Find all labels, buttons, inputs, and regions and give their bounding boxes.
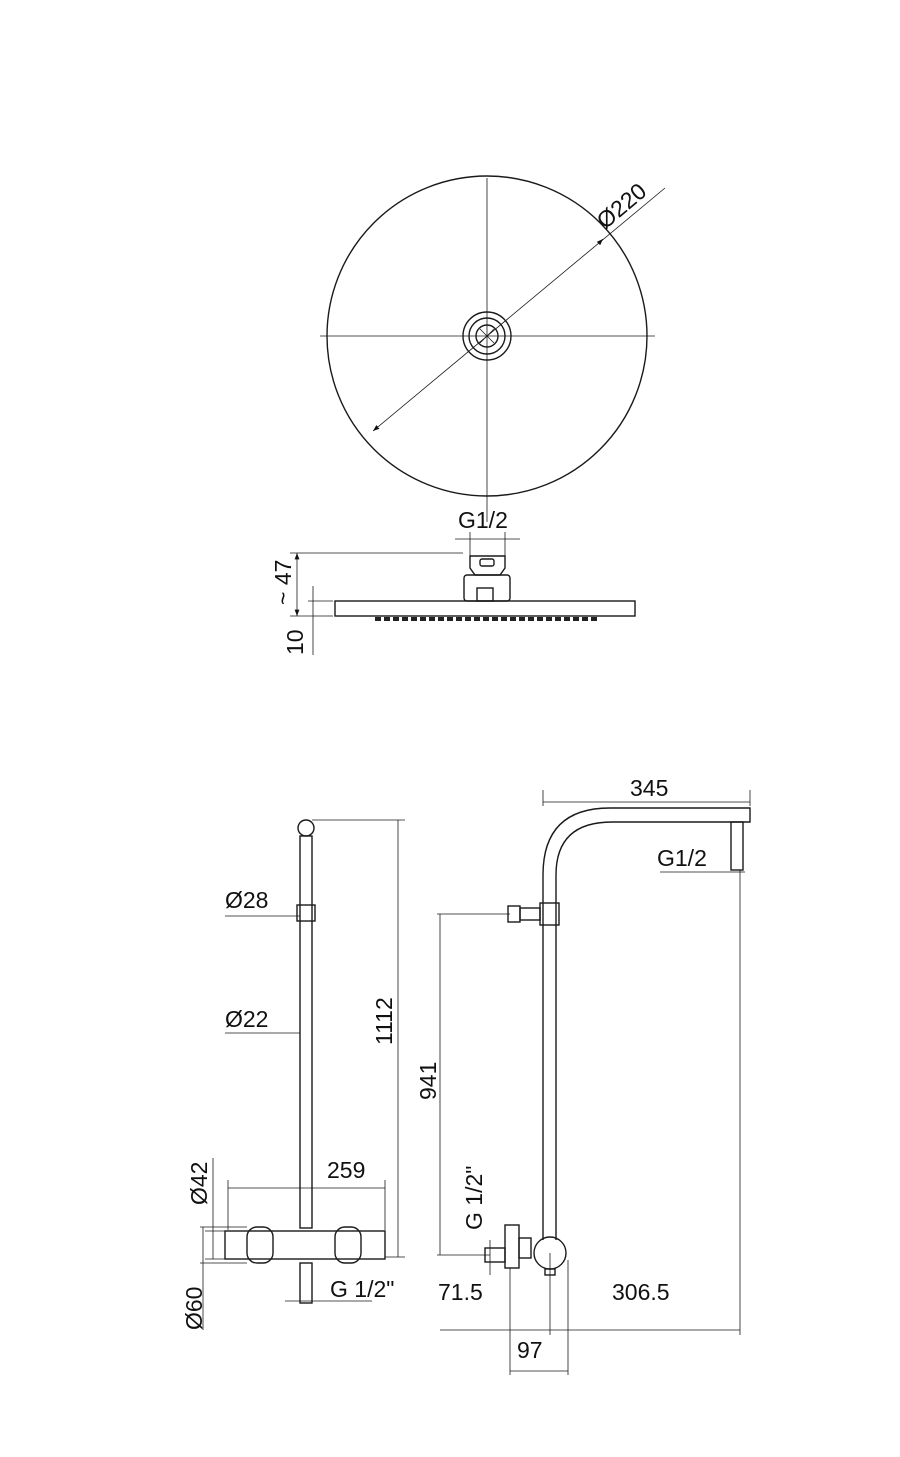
- thread-label: G1/2: [458, 507, 508, 533]
- height-label: 1112: [371, 997, 397, 1045]
- projection-label: 306.5: [612, 1279, 670, 1305]
- depth-label: 97: [517, 1337, 543, 1363]
- width-label: 259: [327, 1157, 365, 1183]
- knob-diameter-label: Ø42: [186, 1162, 212, 1205]
- body-diameter-label: Ø60: [181, 1287, 207, 1330]
- inlet-label: G 1/2": [461, 1166, 487, 1230]
- shower-column-profile-view: 345 G1/2 941 G 1/2" 71.5 306.5 97: [415, 775, 751, 1375]
- shower-column-front-view: Ø28 Ø22 1112 259 Ø42 Ø60 G 1/2": [181, 819, 405, 1330]
- arm-length-label: 345: [630, 775, 668, 801]
- inlet-label: G 1/2": [330, 1276, 394, 1302]
- height-label: ~ 47: [270, 560, 296, 605]
- diameter-label: Ø220: [592, 178, 652, 234]
- thickness-label: 10: [282, 629, 308, 655]
- shower-head-side-view: G1/2 ~ 47 10: [270, 507, 636, 655]
- pipe-diameter-label: Ø22: [225, 1006, 268, 1032]
- offset-label: 71.5: [438, 1279, 483, 1305]
- diverter-height-label: 941: [415, 1062, 441, 1100]
- top-diameter-label: Ø28: [225, 887, 268, 913]
- shower-head-top-view: Ø220: [320, 175, 666, 522]
- outlet-label: G1/2: [657, 845, 707, 871]
